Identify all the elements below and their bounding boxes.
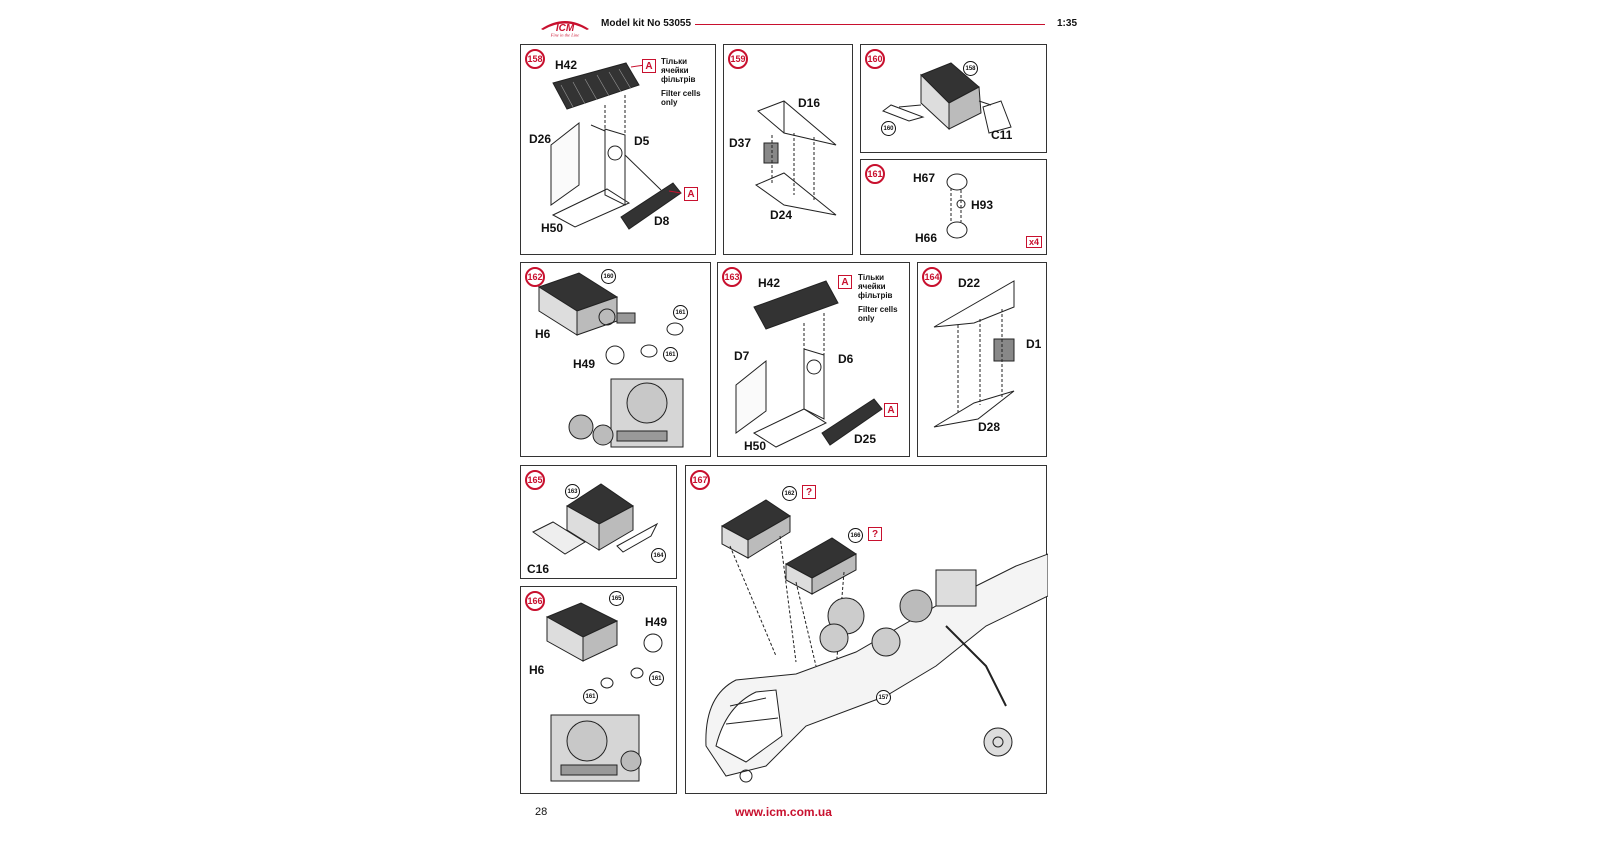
instruction-page: ICM Fine in the Line Model kit No 53055 … — [520, 0, 1090, 850]
ref-step-161: 161 — [663, 347, 678, 362]
page-number: 28 — [535, 806, 548, 818]
step-165-panel: 165 163 164 C16 — [520, 465, 677, 579]
ref-step-162: 162 — [782, 486, 797, 501]
ref-step-166: 166 — [848, 528, 863, 543]
step-159-panel: 159 D16 D37 D24 — [723, 44, 853, 255]
part-label-D16: D16 — [798, 96, 821, 110]
ref-step-160: 160 — [881, 121, 896, 136]
part-label-H42: H42 — [758, 276, 781, 290]
part-label-H66: H66 — [915, 231, 938, 245]
part-label-C11: C11 — [991, 128, 1013, 142]
ref-step-160: 160 — [601, 269, 616, 284]
part-label-D22: D22 — [958, 276, 981, 290]
callout-A: A — [838, 275, 852, 289]
ref-step-157: 157 — [876, 690, 891, 705]
step-number-167: 167 — [690, 470, 710, 490]
part-label-D37: D37 — [729, 136, 752, 150]
step-166-panel: 166 165 161 161 H49 H6 — [520, 586, 677, 794]
step-167-drawing — [705, 499, 1048, 783]
step-number-159: 159 — [728, 49, 748, 69]
step-number-161: 161 — [865, 164, 885, 184]
ref-step-164: 164 — [651, 548, 666, 563]
step-159-drawing — [754, 100, 837, 216]
kit-number: Model kit No 53055 — [601, 18, 692, 29]
ref-step-161: 161 — [649, 671, 664, 686]
step-number-166: 166 — [525, 591, 545, 611]
note-filter-cells-ua: Тільки ячейки фільтрів — [661, 57, 696, 84]
ref-step-161: 161 — [673, 305, 688, 320]
callout-A: A — [642, 59, 656, 73]
step-165-drawing — [532, 483, 659, 555]
svg-text:ICM: ICM — [556, 23, 575, 34]
part-label-H67: H67 — [913, 171, 936, 185]
part-label-D28: D28 — [978, 420, 1001, 434]
step-163-drawing — [735, 280, 883, 448]
step-number-158: 158 — [525, 49, 545, 69]
multiplier-badge: x4 — [1026, 236, 1043, 248]
part-label-H6: H6 — [529, 663, 545, 677]
part-label-D24: D24 — [770, 208, 793, 222]
step-160-drawing — [881, 62, 1012, 134]
scale-label: 1:35 — [1057, 18, 1078, 29]
header-rule — [695, 24, 1045, 25]
note-filter-cells-en: Filter cells only — [661, 89, 701, 107]
note-filter-cells-en: Filter cells only — [858, 305, 898, 323]
step-162-panel: 162 160 161 161 H6 H49 — [520, 262, 711, 457]
part-label-H49: H49 — [645, 615, 668, 629]
step-164-panel: 164 D22 D1 D28 — [917, 262, 1047, 457]
step-number-163: 163 — [722, 267, 742, 287]
step-161-drawing — [946, 173, 968, 239]
step-162-drawing — [537, 272, 684, 448]
step-166-drawing — [545, 602, 663, 782]
part-label-H6: H6 — [535, 327, 551, 341]
step-158-drawing — [550, 62, 682, 230]
svg-text:Fine in the Line: Fine in the Line — [550, 33, 580, 38]
part-label-C16: C16 — [527, 562, 550, 576]
ref-step-165: 165 — [609, 591, 624, 606]
callout-A: A — [684, 187, 698, 201]
part-label-H50: H50 — [541, 221, 564, 235]
ref-step-163: 163 — [565, 484, 580, 499]
ref-step-158: 158 — [963, 61, 978, 76]
website-link[interactable]: www.icm.com.ua — [735, 805, 832, 819]
callout-A: A — [884, 403, 898, 417]
part-label-D1: D1 — [1026, 337, 1042, 351]
part-label-H49: H49 — [573, 357, 596, 371]
part-label-D7: D7 — [734, 349, 750, 363]
callout-question: ? — [868, 527, 882, 541]
part-label-D25: D25 — [854, 432, 877, 446]
part-label-D6: D6 — [838, 352, 854, 366]
step-167-panel: 167 162 166 157 ? ? — [685, 465, 1048, 794]
part-label-H42: H42 — [555, 58, 578, 72]
step-158-panel: 158 H42 D26 D5 H50 D8 A A Тільки ячейки … — [520, 44, 716, 255]
part-label-H93: H93 — [971, 198, 994, 212]
note-filter-cells-ua: Тільки ячейки фільтрів — [858, 273, 893, 300]
step-161-panel: 161 H67 H93 H66 x4 — [860, 159, 1047, 255]
step-number-162: 162 — [525, 267, 545, 287]
part-label-H50: H50 — [744, 439, 767, 453]
callout-question: ? — [802, 485, 816, 499]
step-number-164: 164 — [922, 267, 942, 287]
icm-logo: ICM Fine in the Line — [541, 21, 589, 38]
step-164-drawing — [933, 280, 1015, 428]
part-label-D5: D5 — [634, 134, 650, 148]
step-number-165: 165 — [525, 470, 545, 490]
part-label-D26: D26 — [529, 132, 552, 146]
step-number-160: 160 — [865, 49, 885, 69]
part-label-D8: D8 — [654, 214, 670, 228]
ref-step-161: 161 — [583, 689, 598, 704]
step-163-panel: 163 H42 D7 D6 H50 D25 A A Тільки ячейки … — [717, 262, 910, 457]
step-160-panel: 160 158 160 C11 — [860, 44, 1047, 153]
